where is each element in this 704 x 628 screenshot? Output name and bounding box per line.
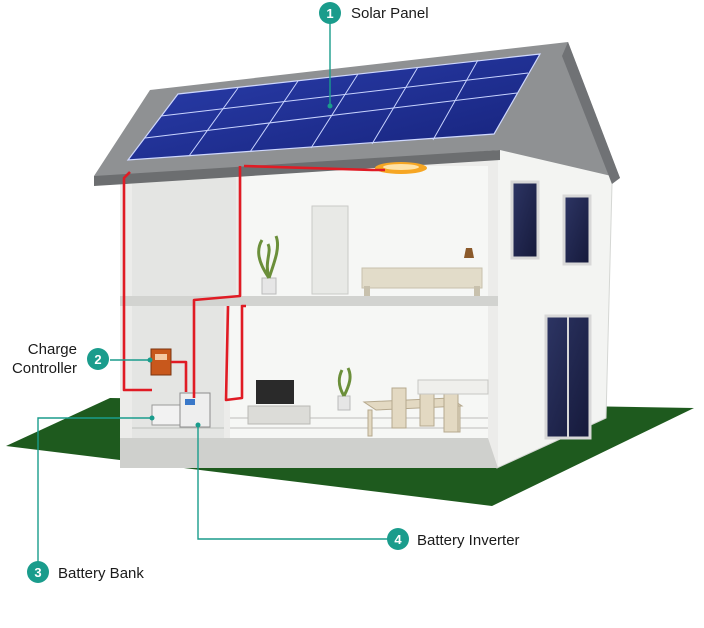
ground-floor-slab: [120, 438, 498, 468]
ceiling-light-glow: [383, 164, 419, 170]
mid-floor-slab: [120, 296, 498, 306]
bed: [361, 248, 483, 296]
battery-inverter-unit: [179, 392, 211, 428]
charge-controller-unit: [150, 348, 172, 376]
label-solar-panel: Solar Panel: [351, 5, 429, 22]
potted-plant-upstairs: [257, 235, 280, 295]
label-battery-inverter: Battery Inverter: [417, 532, 520, 549]
upstairs-door: [311, 205, 349, 295]
side-windows: [510, 180, 592, 440]
callout-solar-panel: 1 Solar Panel: [319, 2, 429, 109]
label-battery-bank: Battery Bank: [58, 565, 144, 582]
badge-number-4: 4: [394, 532, 402, 547]
tv-set: [247, 380, 311, 425]
callout-battery-inverter: 4 Battery Inverter: [195, 422, 520, 550]
inverter-display: [185, 399, 195, 405]
potted-plant-downstairs: [337, 367, 352, 411]
label-charge: Charge: [28, 341, 77, 358]
dining-table: [362, 385, 464, 437]
solar-panel-array: [126, 53, 542, 161]
badge-number-3: 3: [34, 565, 41, 580]
roof-gable-edge: [562, 42, 620, 184]
electrical-wiring: [122, 164, 385, 402]
label-controller: Controller: [12, 360, 77, 377]
badge-number-1: 1: [326, 6, 333, 21]
controller-display: [155, 354, 167, 360]
upper-left-room: [132, 172, 236, 296]
kitchen-counter: [417, 379, 489, 395]
badge-number-2: 2: [94, 352, 101, 367]
callout-charge-controller: 2 Charge Controller: [12, 341, 153, 377]
callout-battery-bank: 3 Battery Bank: [27, 415, 155, 583]
